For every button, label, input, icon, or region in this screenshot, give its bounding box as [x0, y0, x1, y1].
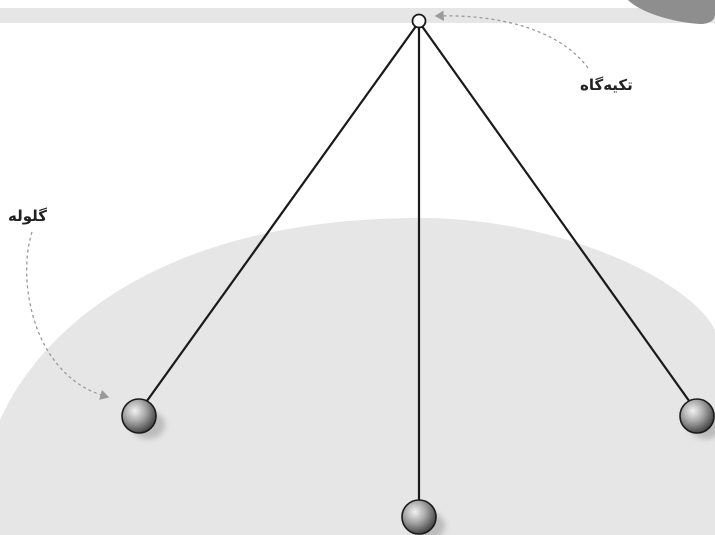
bob-center: [402, 500, 436, 534]
pivot-pointer-arrow: [436, 16, 588, 68]
ceiling-bar: [0, 8, 715, 23]
bob-label: گلوله: [8, 207, 47, 225]
pivot-label: تکیه‌گاه: [580, 76, 633, 94]
bob-left: [122, 399, 156, 433]
pivot-point: [413, 15, 426, 28]
bob-right: [680, 399, 714, 433]
shaded-region: [0, 218, 715, 535]
